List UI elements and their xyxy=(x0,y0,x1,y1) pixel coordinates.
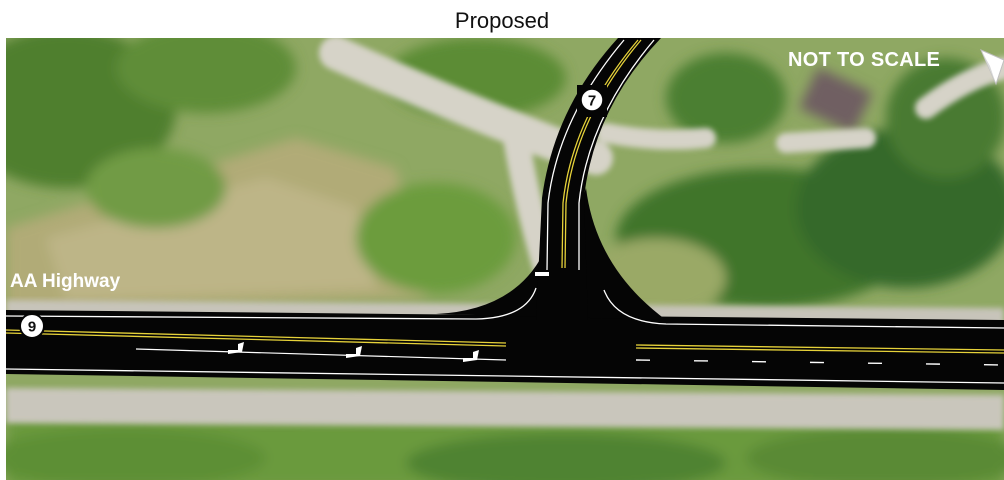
road-label: AA Highway xyxy=(10,271,121,292)
connector-road xyxy=(536,38,661,320)
turn-arrow-icon xyxy=(463,350,479,362)
turn-arrow-icon xyxy=(228,342,479,362)
aerial-map: 7 9 AA Highway NOT TO SCALE xyxy=(6,38,1004,480)
pavement-markings xyxy=(6,39,1004,384)
turn-arrow-icon xyxy=(228,342,244,354)
route-marker-7-number: 7 xyxy=(588,93,596,110)
scale-note: NOT TO SCALE xyxy=(788,49,940,71)
route-marker-9-number: 9 xyxy=(28,319,36,336)
aerial-background xyxy=(6,38,1004,480)
aa-highway-road xyxy=(6,310,1004,390)
north-arrow-icon xyxy=(980,49,1004,86)
route-marker-7: 7 xyxy=(577,85,607,117)
route-marker-9: 9 xyxy=(19,313,45,339)
turn-arrow-icon xyxy=(346,346,362,358)
page-title: Proposed xyxy=(454,8,550,33)
road-pavement xyxy=(6,38,1004,390)
